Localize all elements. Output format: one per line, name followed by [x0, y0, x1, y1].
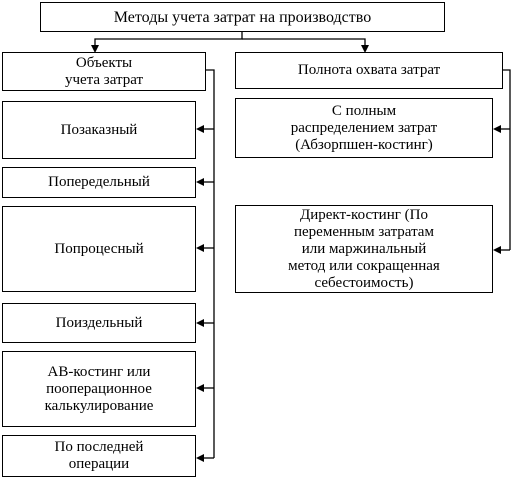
- method-last-operation-box: По последней операции: [2, 435, 196, 477]
- objects-header-box: Объекты учета затрат: [2, 52, 206, 91]
- arrowhead-poprocesny: [196, 244, 204, 252]
- method-poizdelny-box: Поиздельный: [2, 303, 196, 343]
- method-poprocesny-box: Попроцесный: [2, 206, 196, 292]
- method-pozakazny-box: Позаказный: [2, 101, 196, 159]
- coverage-header-box: Полнота охвата затрат: [235, 52, 503, 89]
- title-to-coverage-line: [242, 38, 366, 50]
- arrowhead-coverage: [361, 45, 369, 53]
- method-poperedelny-box: Попередельный: [2, 167, 196, 198]
- arrowhead-direct: [493, 246, 501, 254]
- method-ab-costing-box: АВ-костинг или пооперационное калькулиро…: [2, 351, 196, 427]
- arrowhead-ab-costing: [196, 384, 204, 392]
- title-box: Методы учета затрат на производство: [40, 2, 445, 32]
- absorption-costing-box: С полным распределением затрат (Абзорпше…: [235, 98, 493, 158]
- coverage-spine-line: [503, 69, 511, 250]
- arrowhead-objects: [91, 45, 99, 53]
- arrowhead-last-operation: [196, 454, 204, 462]
- arrowhead-poperedelny: [196, 178, 204, 186]
- arrowhead-pozakazny: [196, 125, 204, 133]
- objects-spine-line: [206, 69, 215, 458]
- direct-costing-box: Директ-костинг (По переменным затратам и…: [235, 205, 493, 293]
- arrowhead-poizdelny: [196, 319, 204, 327]
- title-to-objects-line: [94, 32, 243, 50]
- arrowhead-absorption: [493, 125, 501, 133]
